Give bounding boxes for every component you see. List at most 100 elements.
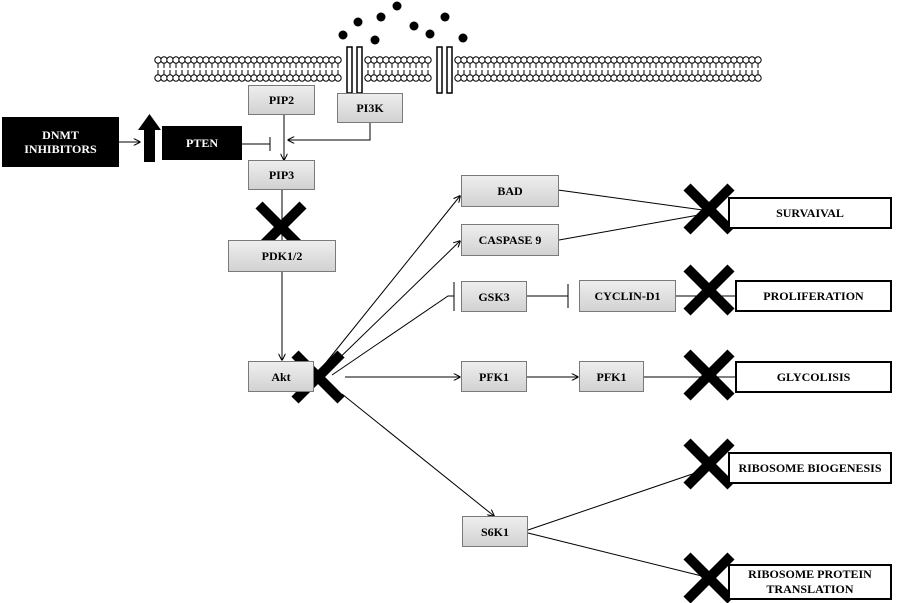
lipid-head [520,74,528,82]
edge-akt-gsk3 [331,295,454,376]
lipid-head [688,74,696,82]
lipid-head [598,56,606,64]
lipid-head [598,74,606,82]
lipid-head [694,56,702,64]
lipid-head [376,56,384,64]
lipid-head [616,56,624,64]
lipid-head [646,56,654,64]
lipid-head [688,56,696,64]
lipid-head [370,74,378,82]
lipid-head [406,56,414,64]
lipid-head [604,56,612,64]
lipid-head [634,56,642,64]
lipid-head [478,74,486,82]
node-pdk1-2: PDK1/2 [228,240,336,272]
lipid-head [586,56,594,64]
edge-akt-s6k1 [341,393,494,516]
lipid-head [754,74,762,82]
lipid-head [502,56,510,64]
lipid-head [310,56,318,64]
lipid-head [328,74,336,82]
lipid-head [730,56,738,64]
lipid-head [736,74,744,82]
lipid-head [562,74,570,82]
lipid-head [202,74,210,82]
edge-bad-survival [557,189,711,212]
lipid-head [178,74,186,82]
lipid-head [388,74,396,82]
lipid-head [262,56,270,64]
lipid-head [316,74,324,82]
lipid-head [538,74,546,82]
lipid-head [610,56,618,64]
lipid-head [280,74,288,82]
lipid-head [700,74,708,82]
block-x-icon [683,349,735,401]
lipid-head [154,74,162,82]
lipid-head [592,74,600,82]
edge-s6k1-translation [527,532,711,579]
lipid-head [190,74,198,82]
lipid-head [574,74,582,82]
lipid-head [508,74,516,82]
lipid-head [268,74,276,82]
lipid-head [538,56,546,64]
receptor-right [436,46,453,94]
lipid-head [418,74,426,82]
lipid-head [376,74,384,82]
lipid-head [730,74,738,82]
lipid-head [472,56,480,64]
lipid-head [460,56,468,64]
lipid-head [322,74,330,82]
lipid-head [496,56,504,64]
lipid-head [526,56,534,64]
lipid-head [166,56,174,64]
lipid-head [286,74,294,82]
lipid-head [454,74,462,82]
lipid-head [382,56,390,64]
lipid-head [556,56,564,64]
lipid-head [256,74,264,82]
lipid-head [196,74,204,82]
lipid-head [670,74,678,82]
lipid-head [454,56,462,64]
lipid-head [400,56,408,64]
lipid-head [640,56,648,64]
lipid-head [628,56,636,64]
lipid-head [742,56,750,64]
lipid-head [334,56,342,64]
lipid-head [220,56,228,64]
lipid-head [580,74,588,82]
node-pip2: PIP2 [248,85,315,115]
lipid-head [274,56,282,64]
outcome-ribosome-protein-translation: RIBOSOME PROTEIN TRANSLATION [728,564,892,600]
node-dnmt-inhibitors: DNMT INHIBITORS [2,117,119,167]
lipid-head [580,56,588,64]
edge-pi3k-pip3 [288,123,371,140]
lipid-head [724,56,732,64]
lipid-head [484,74,492,82]
lipid-head [460,74,468,82]
lipid-head [748,74,756,82]
lipid-head [706,56,714,64]
lipid-head [742,74,750,82]
lipid-head [286,56,294,64]
lipid-head [556,74,564,82]
block-x-icon [683,183,735,235]
lipid-head [604,74,612,82]
lipid-head [718,74,726,82]
node-akt: Akt [248,361,314,392]
lipid-head [508,56,516,64]
lipid-head [226,74,234,82]
lipid-head [298,56,306,64]
lipid-head [718,56,726,64]
lipid-head [208,56,216,64]
node-bad: BAD [461,175,559,207]
lipid-head [586,74,594,82]
lipid-head [574,56,582,64]
lipid-head [496,74,504,82]
lipid-head [364,74,372,82]
node-pip3: PIP3 [248,160,315,190]
lipid-head [712,56,720,64]
